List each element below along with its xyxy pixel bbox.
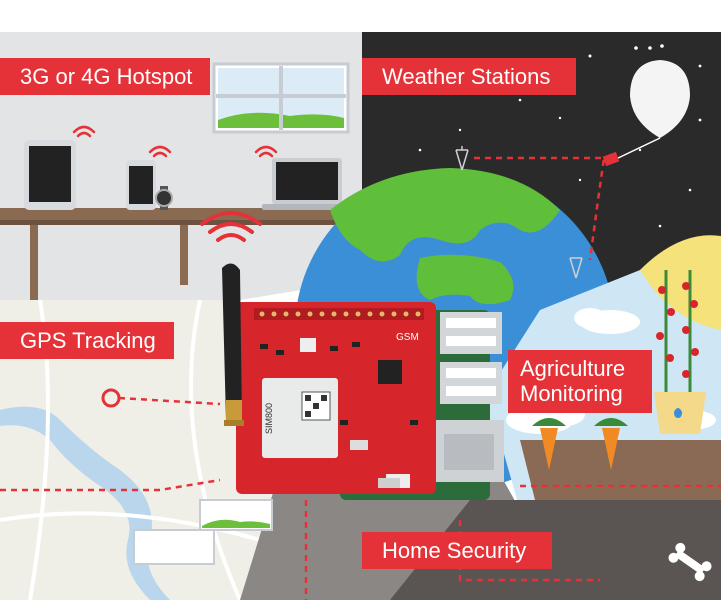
agriculture-monitoring-label: Agriculture Monitoring (508, 350, 652, 413)
sim800-module-label: SIM800 (264, 403, 274, 434)
plant-icon (654, 270, 706, 434)
wifi-icon (200, 211, 262, 242)
carrot-icon (532, 418, 628, 470)
hotspot-label-text: 3G or 4G Hotspot (20, 64, 193, 89)
bone-icon (668, 542, 712, 582)
weather-stations-label-text: Weather Stations (382, 64, 551, 89)
top-strip (0, 0, 721, 32)
home-security-label: Home Security (362, 532, 552, 570)
antenna-tower-icon (455, 146, 583, 279)
hotspot-label: 3G or 4G Hotspot (0, 58, 210, 96)
laptop-icon (262, 158, 352, 210)
smartwatch-icon (155, 186, 173, 210)
balloon-icon (602, 60, 690, 167)
security-scene (133, 420, 721, 600)
gsm-silkscreen-label: GSM (396, 332, 419, 343)
tablet-icon (24, 140, 76, 210)
weather-stations-label: Weather Stations (362, 58, 576, 96)
usb-port-icon (440, 362, 502, 404)
home-security-label-text: Home Security (382, 538, 527, 563)
agriculture-label-line1: Agriculture (520, 356, 626, 381)
window-icon (133, 499, 273, 565)
phone-icon (126, 160, 156, 210)
hotspot-scene (0, 32, 362, 305)
usb-port-icon (440, 312, 502, 354)
antenna-icon (222, 263, 244, 426)
gps-tracking-label: GPS Tracking (0, 322, 174, 360)
agriculture-label-line2: Monitoring (520, 381, 623, 407)
window-icon (212, 62, 350, 134)
gps-tracking-label-text: GPS Tracking (20, 328, 156, 353)
ethernet-port-icon (434, 420, 504, 482)
gsm-hat-board (236, 302, 436, 494)
wifi-icon (72, 125, 278, 158)
